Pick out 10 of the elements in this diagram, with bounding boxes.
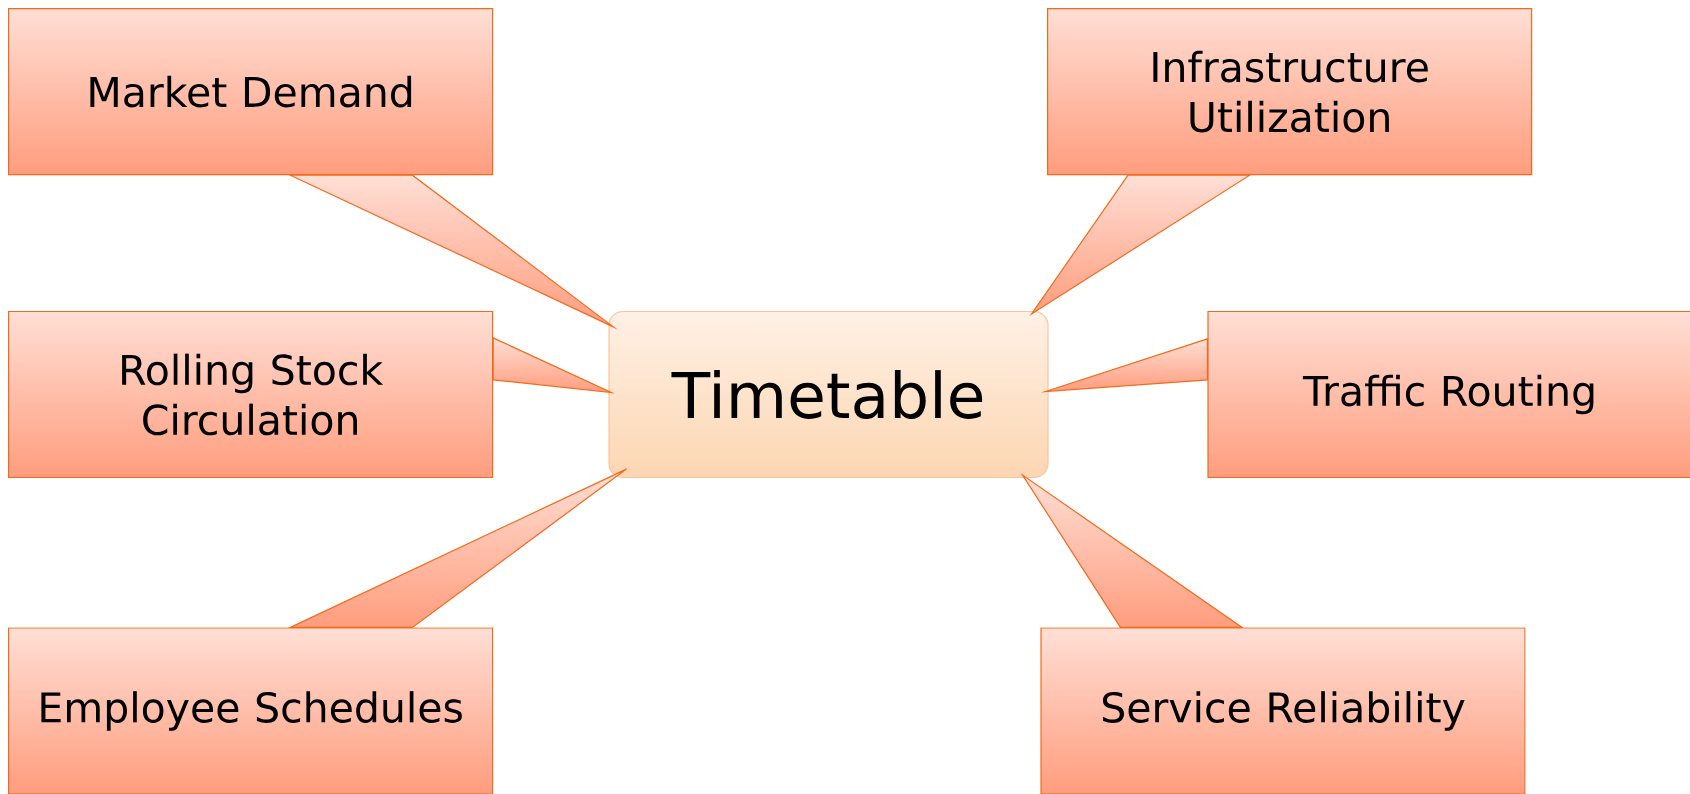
- callout-box: Employee Schedules: [8, 627, 494, 794]
- callout-pointer: [1040, 338, 1208, 393]
- callout-box: Traffic Routing: [1207, 310, 1690, 479]
- callout-pointer: [287, 174, 619, 330]
- callout-pointer: [287, 468, 627, 628]
- callout-box: Rolling Stock Circulation: [8, 310, 494, 479]
- callout-pointer: [1020, 472, 1245, 628]
- callout-pointer: [1029, 174, 1252, 316]
- topic-box: Timetable: [608, 310, 1049, 479]
- callout-box: Market Demand: [8, 8, 494, 176]
